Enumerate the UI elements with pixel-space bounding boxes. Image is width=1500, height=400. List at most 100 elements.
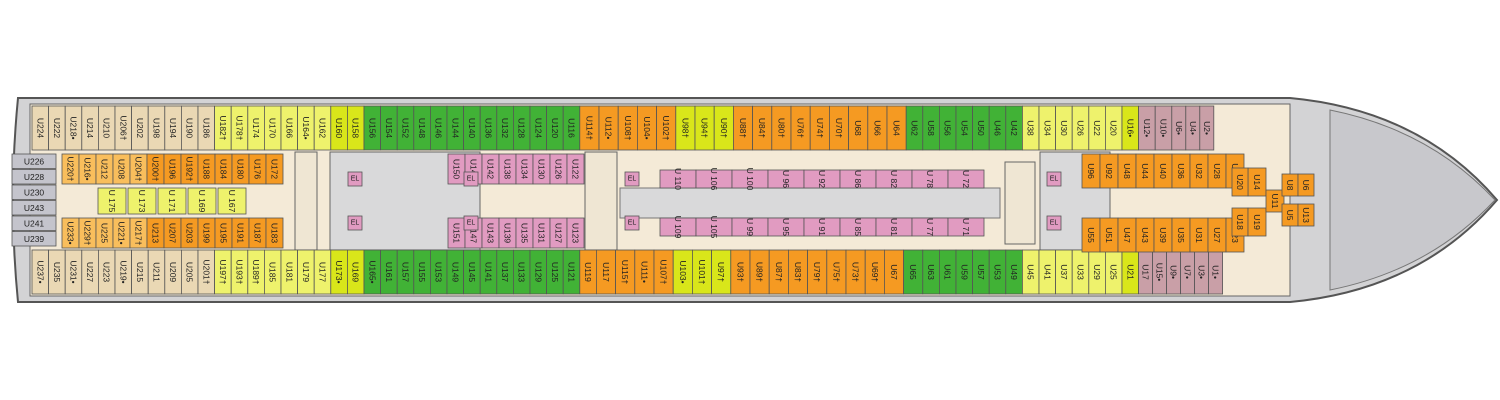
cabin-top[interactable]: U120 [546,105,564,151]
cabin-bottom[interactable]: U173• [330,249,348,295]
cabin-top[interactable]: U38 [1022,105,1040,151]
cabin-bottom[interactable]: U165• [363,249,382,295]
cabin-bottom[interactable]: U219• [114,249,133,295]
cabin-pink[interactable]: U 106 [695,168,733,191]
cabin-top[interactable]: U116 [562,105,581,151]
cabin-inner-top[interactable]: U184 [214,153,233,185]
cabin-top[interactable]: U140 [463,105,481,151]
cabin-inner-top[interactable]: U172 [265,153,284,185]
cabin-fwd-inner[interactable]: U32 [1189,153,1209,189]
cabin-top[interactable]: U198 [147,105,166,151]
cabin-fwd-inner[interactable]: U44 [1135,153,1155,189]
cabin-bottom[interactable]: U155 [413,249,431,295]
cabin-pink[interactable]: U 96 [767,169,805,189]
cabin-fwd-inner[interactable]: U96 [1081,153,1101,189]
cabin-top[interactable]: U222 [48,105,66,151]
cabin-fwd-cluster[interactable]: U11 [1265,189,1285,213]
cabin-pink[interactable]: U 72 [947,169,985,189]
cabin-top[interactable]: U54 [955,105,974,151]
cabin-top[interactable]: U46 [988,105,1007,151]
cabin-inner-bottom[interactable]: U217† [129,217,148,249]
cabin-bottom[interactable]: U161 [380,249,398,295]
cabin-bottom[interactable]: U75† [826,249,847,295]
cabin-fwd-cluster[interactable]: U20 [1231,167,1249,197]
cabin-top[interactable]: U4• [1185,105,1201,151]
cabin-inner-bottom[interactable]: U233• [61,217,80,249]
cabin-pink[interactable]: U142 [481,153,500,185]
cabin-bottom[interactable]: U137 [496,249,514,295]
cabin-inner-top[interactable]: U200† [146,153,165,185]
cabin-pink[interactable]: U 85 [839,217,877,237]
cabin-fwd-cluster[interactable]: U6 [1297,173,1315,197]
cabin-top[interactable]: U108† [617,105,638,151]
cabin-bottom[interactable]: U227 [81,249,99,295]
cabin-aft[interactable]: U230 [11,184,57,200]
cabin-pink[interactable]: U134 [515,153,534,185]
cabin-bottom[interactable]: U25 [1105,249,1123,295]
cabin-top[interactable]: U90† [713,105,734,151]
cabin-inner-mid[interactable]: U 169 [187,187,217,215]
cabin-bottom[interactable]: U215 [131,249,149,295]
cabin-top[interactable]: U80† [771,105,792,151]
cabin-top[interactable]: U98† [675,105,696,151]
cabin-bottom[interactable]: U121 [562,249,581,295]
cabin-bottom[interactable]: U119 [579,249,597,295]
cabin-bottom[interactable]: U29 [1088,249,1106,295]
cabin-top[interactable]: U50 [972,105,990,151]
cabin-top[interactable]: U174 [247,105,265,151]
cabin-top[interactable]: U88† [733,105,754,151]
cabin-aft[interactable]: U226 [11,153,57,169]
cabin-bottom[interactable]: U21 [1121,249,1140,295]
cabin-bottom[interactable]: U193† [230,249,249,295]
cabin-bottom[interactable]: U17 [1138,249,1153,295]
cabin-inner-top[interactable]: U176 [248,153,267,185]
cabin-bottom[interactable]: U49 [1005,249,1023,295]
cabin-top[interactable]: U26 [1071,105,1090,151]
cabin-top[interactable]: U206† [114,105,133,151]
cabin-bottom[interactable]: U185 [263,249,282,295]
cabin-pink[interactable]: U138 [498,153,517,185]
cabin-pink[interactable]: U 91 [803,217,841,237]
cabin-top[interactable]: U146 [429,105,448,151]
cabin-fwd-inner[interactable]: U40 [1153,153,1173,189]
cabin-bottom[interactable]: U9• [1166,249,1181,295]
cabin-top[interactable]: U190 [180,105,199,151]
cabin-top[interactable]: U104• [637,105,658,151]
cabin-aft[interactable]: U243 [11,200,57,216]
cabin-inner-bottom[interactable]: U229† [78,217,97,249]
cabin-top[interactable]: U218• [64,105,83,151]
cabin-bottom[interactable]: U93† [730,249,751,295]
cabin-top[interactable]: U10• [1154,105,1173,151]
cabin-top[interactable]: U84† [752,105,773,151]
cabin-pink[interactable]: U122 [566,153,585,185]
cabin-top[interactable]: U30 [1055,105,1073,151]
cabin-pink[interactable]: U131 [532,217,551,249]
cabin-fwd-inner[interactable]: U28 [1207,153,1227,189]
cabin-top[interactable]: U148 [413,105,431,151]
cabin-pink[interactable]: U127 [549,217,568,249]
cabin-pink[interactable]: U 95 [767,217,805,237]
cabin-fwd-inner[interactable]: U51 [1099,217,1119,253]
cabin-top[interactable]: U6• [1171,105,1187,151]
cabin-bottom[interactable]: U145 [463,249,481,295]
cabin-top[interactable]: U70† [829,105,850,151]
cabin-bottom[interactable]: U15• [1152,249,1167,295]
cabin-bottom[interactable]: U141 [479,249,498,295]
cabin-fwd-inner[interactable]: U36 [1171,153,1191,189]
cabin-fwd-inner[interactable]: U48 [1117,153,1137,189]
cabin-bottom[interactable]: U201† [197,249,216,295]
cabin-top[interactable]: U194 [164,105,182,151]
cabin-bottom[interactable]: U129 [529,249,548,295]
cabin-top[interactable]: U154 [380,105,398,151]
cabin-inner-bottom[interactable]: U195 [214,217,233,249]
cabin-pink[interactable]: U 92 [803,169,841,189]
cabin-pink[interactable]: U135 [515,217,534,249]
cabin-inner-bottom[interactable]: U203 [180,217,199,249]
cabin-top[interactable]: U136 [479,105,498,151]
cabin-top[interactable]: U166 [280,105,299,151]
cabin-inner-bottom[interactable]: U191 [231,217,250,249]
cabin-bottom[interactable]: U59 [955,249,974,295]
cabin-bottom[interactable]: U111• [634,249,655,295]
cabin-top[interactable]: U16• [1121,105,1140,151]
cabin-inner-top[interactable]: U216• [78,153,97,185]
